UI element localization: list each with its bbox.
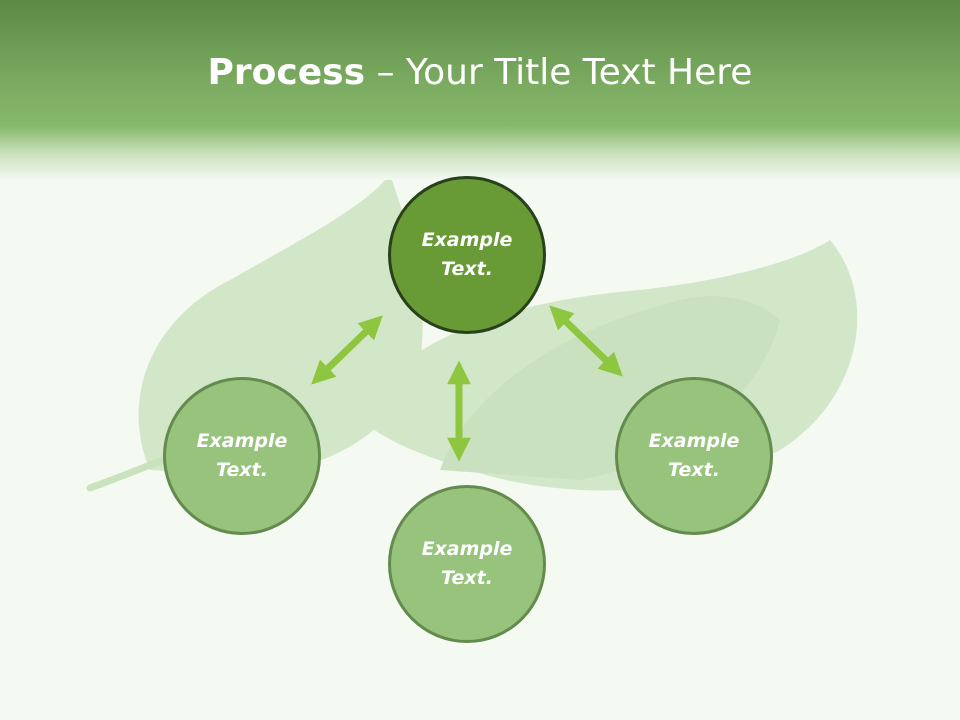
node-left: Example Text. [163, 377, 321, 535]
title-banner [0, 0, 960, 180]
node-top: Example Text. [388, 176, 546, 334]
arrow-top-left [311, 315, 383, 385]
node-top-line2: Text. [441, 258, 493, 280]
node-bottom-line1: Example [421, 538, 513, 560]
leaf-right-fold [440, 296, 780, 480]
node-bottom: Example Text. [388, 485, 546, 643]
node-left-line2: Text. [216, 459, 268, 481]
title-bold: Process [207, 52, 366, 93]
node-bottom-line2: Text. [441, 567, 493, 589]
node-right: Example Text. [615, 377, 773, 535]
title-rest: – Your Title Text Here [365, 52, 753, 93]
page-title: Process – Your Title Text Here [0, 52, 960, 93]
node-top-line1: Example [421, 229, 513, 251]
arrow-top-right [549, 305, 623, 377]
node-left-line1: Example [196, 430, 288, 452]
node-right-line1: Example [648, 430, 740, 452]
node-right-line2: Text. [668, 459, 720, 481]
